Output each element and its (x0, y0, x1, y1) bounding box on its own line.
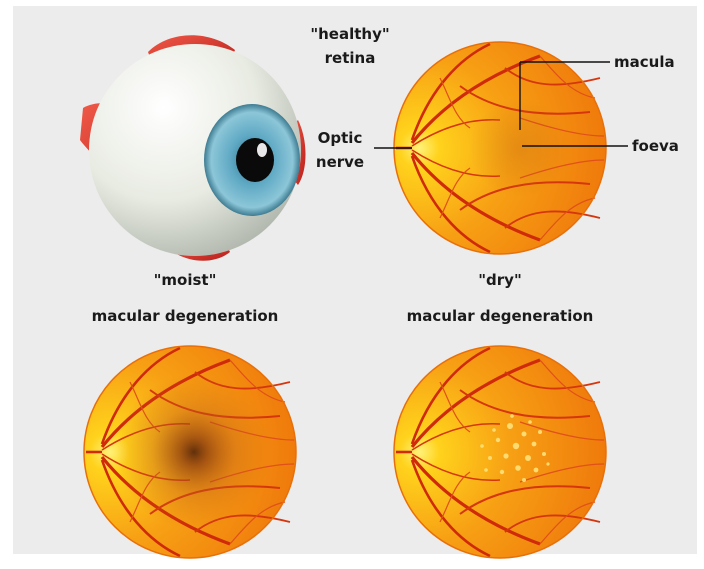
pupil (236, 138, 274, 182)
dry-title-line1: "dry" (385, 270, 615, 290)
moist-lesion (116, 374, 272, 530)
optic-line2: nerve (310, 152, 370, 172)
healthy-retina-illustration (394, 42, 606, 254)
moist-title-line2: macular degeneration (70, 306, 300, 326)
healthy-title-line1: "healthy" (300, 24, 400, 44)
macula-label: macula (614, 52, 675, 72)
optic-line1: Optic (310, 128, 370, 148)
eyeball-illustration (80, 35, 306, 261)
dry-title-line2: macular degeneration (385, 306, 615, 326)
moist-retina-illustration (84, 346, 296, 558)
moist-title-line1: "moist" (70, 270, 300, 290)
healthy-title-line2: retina (300, 48, 400, 68)
healthy-retina-title: "healthy" retina (300, 24, 400, 68)
dry-retina-illustration (394, 346, 606, 558)
pupil-highlight (257, 143, 267, 157)
moist-title: "moist" macular degeneration (70, 270, 300, 326)
optic-nerve-label: Optic nerve (310, 128, 370, 172)
dry-title: "dry" macular degeneration (385, 270, 615, 326)
foeva-label: foeva (632, 136, 679, 156)
